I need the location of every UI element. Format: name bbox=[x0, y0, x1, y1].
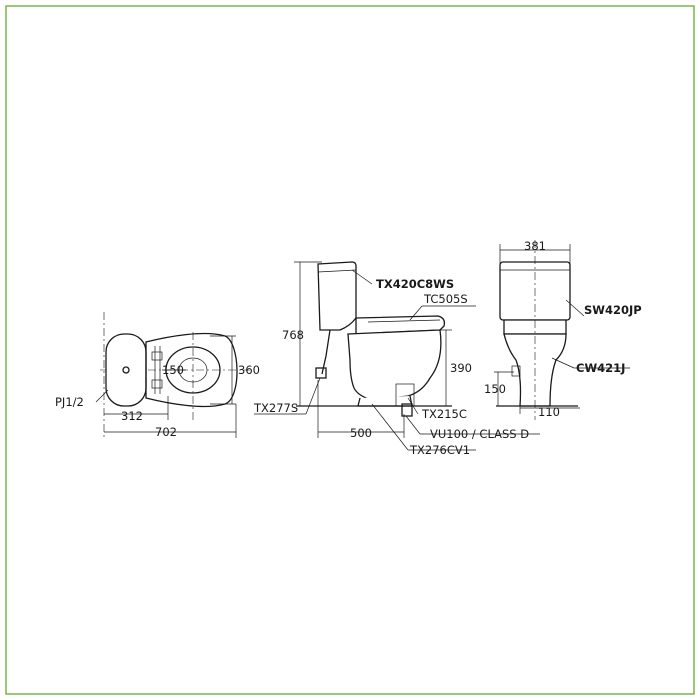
side-label-class: VU100 / CLASS D bbox=[430, 427, 529, 441]
frame-border bbox=[5, 5, 695, 695]
plan-tank-shape bbox=[105, 333, 147, 407]
side-label-flange: TX215C bbox=[421, 407, 467, 421]
side-label-cover: TX276CV1 bbox=[409, 443, 470, 457]
plan-dim-150: 150 bbox=[162, 363, 184, 377]
side-bowl-shape bbox=[347, 329, 442, 401]
side-label-tank: TX420C8WS bbox=[376, 277, 454, 291]
front-dim-150: 150 bbox=[484, 382, 506, 396]
side-dim-390: 390 bbox=[450, 361, 472, 375]
front-dim-110: 110 bbox=[538, 405, 560, 419]
side-dim-500: 500 bbox=[350, 426, 372, 440]
side-stop-valve bbox=[315, 367, 327, 379]
plan-flush-button bbox=[122, 366, 130, 374]
side-label-stop-valve: TX277S bbox=[253, 401, 298, 415]
plan-dim-312: 312 bbox=[121, 409, 143, 423]
front-label-sw: SW420JP bbox=[584, 303, 642, 317]
plan-bowl-shape bbox=[145, 332, 238, 408]
side-label-seat: TC505S bbox=[423, 292, 468, 306]
front-view: 381 150 110 SW420JP CW421J bbox=[484, 239, 642, 420]
side-tank-shape bbox=[317, 261, 357, 331]
side-view: 768 390 500 TX420C8WS TC505S TX277S TX21… bbox=[253, 261, 540, 457]
plan-label-pj: PJ1/2 bbox=[55, 395, 84, 409]
side-dim-768: 768 bbox=[282, 328, 304, 342]
plan-view: 150 360 PJ1/2 312 702 bbox=[55, 312, 260, 440]
plan-dim-360: 360 bbox=[238, 363, 260, 377]
plan-dim-702: 702 bbox=[155, 425, 177, 439]
front-label-cw: CW421J bbox=[576, 361, 625, 375]
